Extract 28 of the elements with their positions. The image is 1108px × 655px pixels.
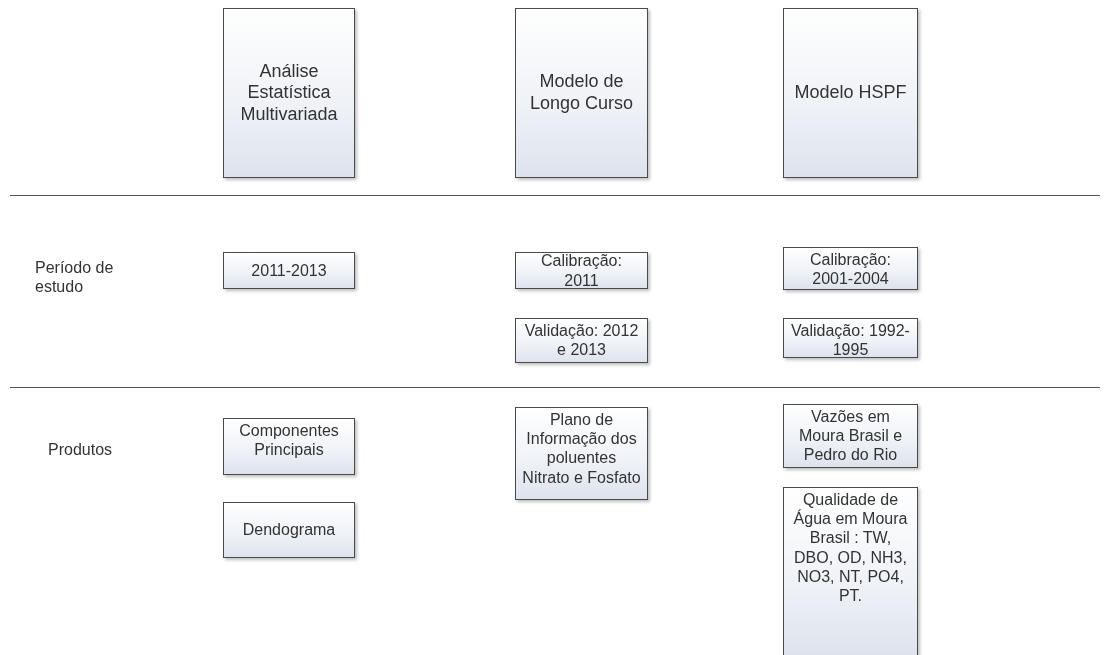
process-box: [783, 487, 918, 655]
box-text: Validação: 1992-1995: [790, 321, 911, 360]
box-text: Plano de Informação dos poluentes Nitrato e Fosfato: [522, 410, 641, 487]
box-text: Validação: 2012 e 2013: [523, 321, 640, 360]
box-text: Modelo de Longo Curso: [528, 71, 635, 115]
process-box: [515, 407, 648, 500]
box-text: 2011-2013: [251, 260, 327, 281]
box-text: Vazões em Moura Brasil e Pedro do Rio: [797, 407, 904, 465]
box-text: Calibração: 2011: [540, 251, 623, 290]
process-box: [223, 418, 355, 475]
process-box: [783, 247, 918, 290]
box-text: Dendograma: [242, 520, 336, 540]
box-text: Análise Estatística Multivariada: [239, 60, 339, 126]
box-text: Componentes Principais: [238, 421, 340, 460]
box-text: Modelo HSPF: [794, 82, 907, 104]
process-box: [783, 404, 918, 468]
process-box: [223, 252, 355, 289]
row-label: Produtos: [48, 440, 114, 460]
process-box: [783, 318, 918, 358]
process-box: [223, 8, 355, 178]
process-box: [515, 8, 648, 178]
process-box: [783, 8, 918, 178]
process-box: [515, 252, 648, 289]
box-text: Qualidade de Água em Moura Brasil : TW, DBO, OD, NH3, NO3, NT, PO4, PT.: [792, 490, 909, 606]
box-text: Calibração: 2001-2004: [809, 250, 892, 289]
row-label: Período de estudo: [35, 258, 115, 297]
process-box: [515, 318, 648, 363]
process-box: [223, 502, 355, 558]
